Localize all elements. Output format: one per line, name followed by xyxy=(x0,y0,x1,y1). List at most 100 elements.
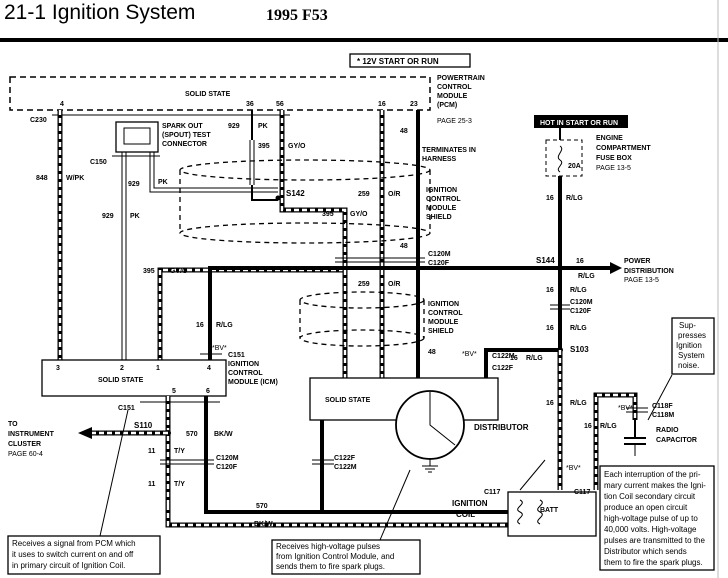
wire-929-left-color: PK xyxy=(130,213,140,220)
wire-929-spout-color: PK xyxy=(158,179,168,186)
c122f-right: C122F xyxy=(492,365,514,372)
wire-11a-num: 11 xyxy=(148,448,156,455)
icm-shield-top-1: IGNITION xyxy=(426,187,457,194)
pcm-box xyxy=(9,76,431,111)
wire-16h-num: 16 xyxy=(584,423,592,430)
wire-11b-color: T/Y xyxy=(174,481,185,488)
sup-note-5: noise. xyxy=(678,361,699,370)
pcm-pin-16: 16 xyxy=(378,101,386,108)
wire-395-mid-num: 395 xyxy=(322,211,334,218)
radio-cap-2: CAPACITOR xyxy=(656,437,697,444)
icm-label: SOLID STATE xyxy=(98,377,144,384)
wire-16a-color: R/LG xyxy=(578,273,595,280)
c122m-dist: C122M xyxy=(334,464,357,471)
icm-shield-bottom-upper xyxy=(299,291,425,309)
coil-note-5: high-voltage pulse of up to xyxy=(604,514,698,523)
pcm-page-ref: PAGE 25-3 xyxy=(437,118,472,125)
c117-left: C117 xyxy=(484,489,500,496)
distributor-ground xyxy=(422,458,438,473)
wire-16d-num: 16 xyxy=(546,287,554,294)
pcm-name-3: MODULE xyxy=(437,93,468,100)
coil-note-6: 40,000 volts. High-voltage xyxy=(604,525,697,534)
c151-top: C151 xyxy=(228,352,245,359)
icm-note-2: it uses to switch current on and off xyxy=(12,550,134,559)
c120f-left: C120F xyxy=(216,464,238,471)
wire-395-left-color: GY/O xyxy=(170,268,188,275)
pcm-pin-23: 23 xyxy=(410,101,418,108)
pcm-name-2: CONTROL xyxy=(437,84,472,91)
icm-shield-bot-2: CONTROL xyxy=(428,310,463,317)
icm-name-1: IGNITION xyxy=(228,361,259,368)
fuse-box-1: ENGINE xyxy=(596,135,623,142)
wire-48-c: 48 xyxy=(428,349,436,356)
wire-16d-color: R/LG xyxy=(570,287,587,294)
cluster-3: CLUSTER xyxy=(8,441,41,448)
wire-16-icm xyxy=(208,266,418,360)
icm-pin-2: 2 xyxy=(120,365,124,372)
wire-929-top-color: PK xyxy=(258,123,268,130)
wire-16e-num: 16 xyxy=(546,325,554,332)
radio-cap-1: RADIO xyxy=(656,427,679,434)
coil-batt-label: BATT xyxy=(540,507,559,514)
c118m: C118M xyxy=(652,412,674,419)
spout-label-2: (SPOUT) TEST xyxy=(162,132,211,139)
c122f-dist: C122F xyxy=(334,455,356,462)
coil-label-1: IGNITION xyxy=(452,499,488,508)
icm-name-2: CONTROL xyxy=(228,370,263,377)
wire-11b-num: 11 xyxy=(148,481,156,488)
model-label: 1995 F53 xyxy=(266,7,328,24)
wire-16g-num: 16 xyxy=(546,400,554,407)
icm-shield-top-3: MODULE xyxy=(426,205,457,212)
fuse-box-2: COMPARTMENT xyxy=(596,145,651,152)
dist-note-3: sends them to fire spark plugs. xyxy=(276,562,385,571)
wire-395-top xyxy=(279,110,348,255)
fuse-box-page: PAGE 13-5 xyxy=(596,165,631,172)
dist-note-1: Receives high-voltage pulses xyxy=(276,542,380,551)
wire-570a-color: BK/W xyxy=(214,431,233,438)
pcm-pin-36: 36 xyxy=(246,101,254,108)
wire-848-color: W/PK xyxy=(66,175,84,182)
wire-16h-color: R/LG xyxy=(600,423,617,430)
wire-929-top-num: 929 xyxy=(228,123,240,130)
wire-259-top-num: 259 xyxy=(358,191,370,198)
icm-shield-top-lower xyxy=(179,222,431,244)
bv-mark-icm: *BV* xyxy=(212,345,227,352)
wire-570 xyxy=(204,396,520,514)
hot-in-box xyxy=(534,115,628,128)
wire-848-num: 848 xyxy=(36,175,48,182)
spout-label-3: CONNECTOR xyxy=(162,141,207,148)
wire-16f-color: R/LG xyxy=(526,355,543,362)
icm-note-3: in primary circuit of Ignition Coil. xyxy=(12,561,125,570)
power-dist-2: DISTRIBUTION xyxy=(624,268,674,275)
coil-note-8: Distributor which sends xyxy=(604,547,687,556)
icm-shield-bot-1: IGNITION xyxy=(428,301,459,308)
splice-s144-label: S144 xyxy=(536,256,555,265)
c230-label: C230 xyxy=(30,117,47,124)
dist-module-label: SOLID STATE xyxy=(325,397,371,404)
wire-16g-color: R/LG xyxy=(570,400,587,407)
wire-48-b: 48 xyxy=(400,243,408,250)
wire-16b-color: R/LG xyxy=(216,322,233,329)
sup-note-3: Ignition xyxy=(676,341,702,350)
bv-mark-dist: *BV* xyxy=(462,351,477,358)
coil-note-7: pulses are transmitted to the xyxy=(604,536,705,545)
icm-shield-bot-4: SHIELD xyxy=(428,328,454,335)
dist-note-box xyxy=(271,539,421,575)
spout-label-1: SPARK OUT xyxy=(162,123,203,130)
wire-395-left-num: 395 xyxy=(143,268,155,275)
fuse-rating: 20A xyxy=(568,163,581,170)
distributor-label: DISTRIBUTOR xyxy=(474,423,529,432)
splice-s142 xyxy=(275,195,281,201)
sup-note-4: System xyxy=(678,351,705,360)
icm-pin-4: 4 xyxy=(207,365,211,372)
cluster-page: PAGE 60-4 xyxy=(8,451,43,458)
icm-name-3: MODULE (ICM) xyxy=(228,379,278,386)
coil-note-box xyxy=(599,465,715,571)
icm-pin-1: 1 xyxy=(156,365,160,372)
coil-note-3: tion Coil secondary circuit xyxy=(604,492,696,501)
c122m-right: C122M xyxy=(492,353,515,360)
icm-pin-6: 6 xyxy=(206,388,210,395)
c120f-top: C120F xyxy=(428,260,450,267)
dist-note-2: from Ignition Control Module, and xyxy=(276,552,394,561)
